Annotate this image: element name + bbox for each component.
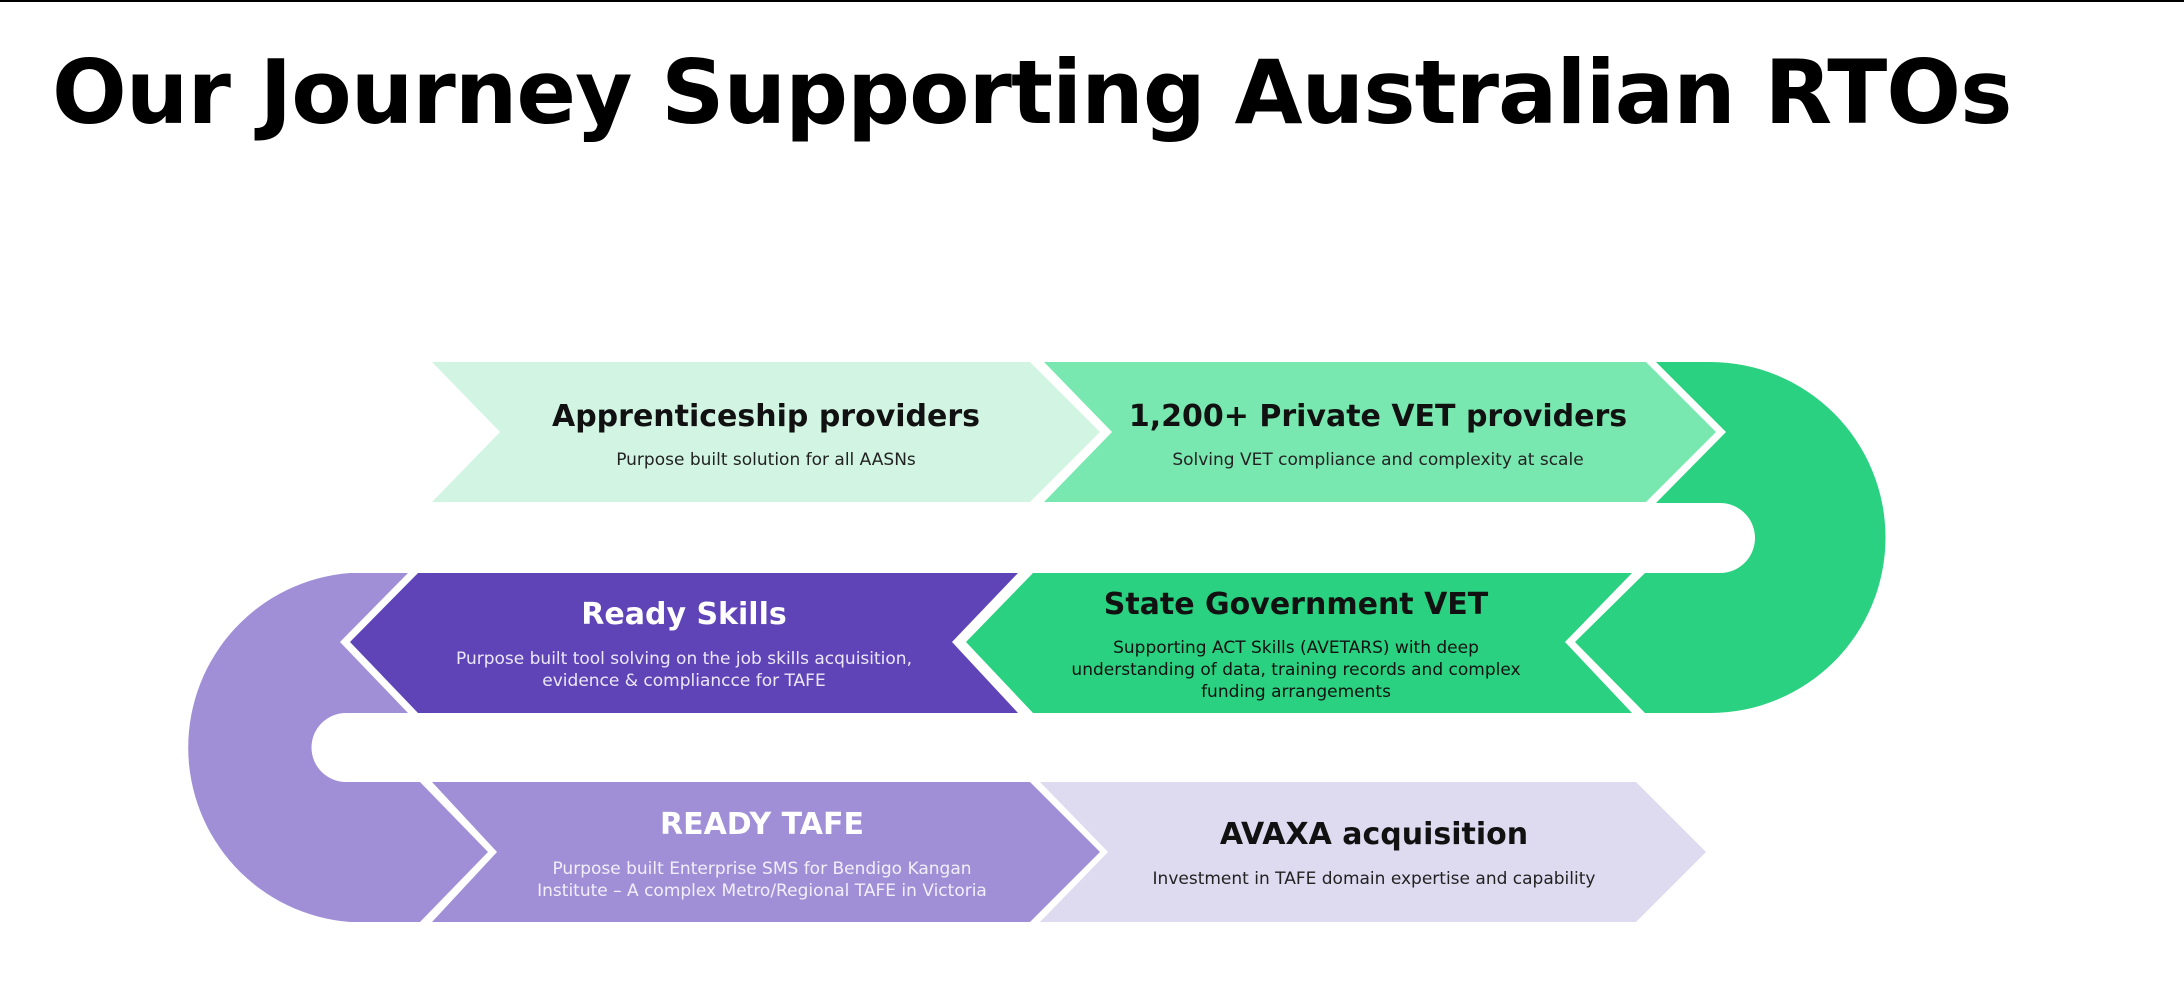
step-desc: Purpose built solution for all AASNs	[616, 450, 916, 470]
step-title: AVAXA acquisition	[1220, 817, 1528, 852]
step-state-government-vet: State Government VET Supporting ACT Skil…	[966, 573, 1632, 713]
step-title: READY TAFE	[660, 807, 864, 842]
chevron-shape	[432, 782, 1100, 922]
step-desc: understanding of data, training records …	[1071, 660, 1520, 680]
chevron-shape	[350, 573, 1018, 713]
step-title: Apprenticeship providers	[552, 399, 980, 434]
step-desc: Purpose built Enterprise SMS for Bendigo…	[552, 859, 971, 879]
chevron-shape	[966, 573, 1632, 713]
chevron-shape	[1044, 362, 1716, 502]
step-ready-tafe: READY TAFE Purpose built Enterprise SMS …	[432, 782, 1100, 922]
page-title: Our Journey Supporting Australian RTOs	[52, 41, 2012, 144]
step-desc: Investment in TAFE domain expertise and …	[1153, 869, 1596, 889]
step-desc: funding arrangements	[1201, 682, 1391, 702]
step-title: 1,200+ Private VET providers	[1129, 399, 1627, 434]
step-avaxa-acquisition: AVAXA acquisition Investment in TAFE dom…	[1040, 782, 1706, 922]
left-u-turn	[188, 573, 488, 922]
step-desc: Supporting ACT Skills (AVETARS) with dee…	[1113, 638, 1479, 658]
chevron-shape	[1040, 782, 1706, 922]
step-desc: Solving VET compliance and complexity at…	[1172, 450, 1583, 470]
step-desc: Institute – A complex Metro/Regional TAF…	[537, 881, 987, 901]
step-ready-skills: Ready Skills Purpose built tool solving …	[350, 573, 1018, 713]
step-private-vet: 1,200+ Private VET providers Solving VET…	[1044, 362, 1716, 502]
right-u-turn	[1575, 362, 1886, 713]
step-title: State Government VET	[1104, 587, 1489, 622]
step-desc: evidence & compliancce for TAFE	[542, 671, 825, 691]
step-apprenticeship: Apprenticeship providers Purpose built s…	[432, 362, 1100, 502]
chevron-shape	[432, 362, 1100, 502]
step-desc: Purpose built tool solving on the job sk…	[456, 649, 912, 669]
step-title: Ready Skills	[581, 597, 786, 632]
top-border	[0, 0, 2184, 2]
